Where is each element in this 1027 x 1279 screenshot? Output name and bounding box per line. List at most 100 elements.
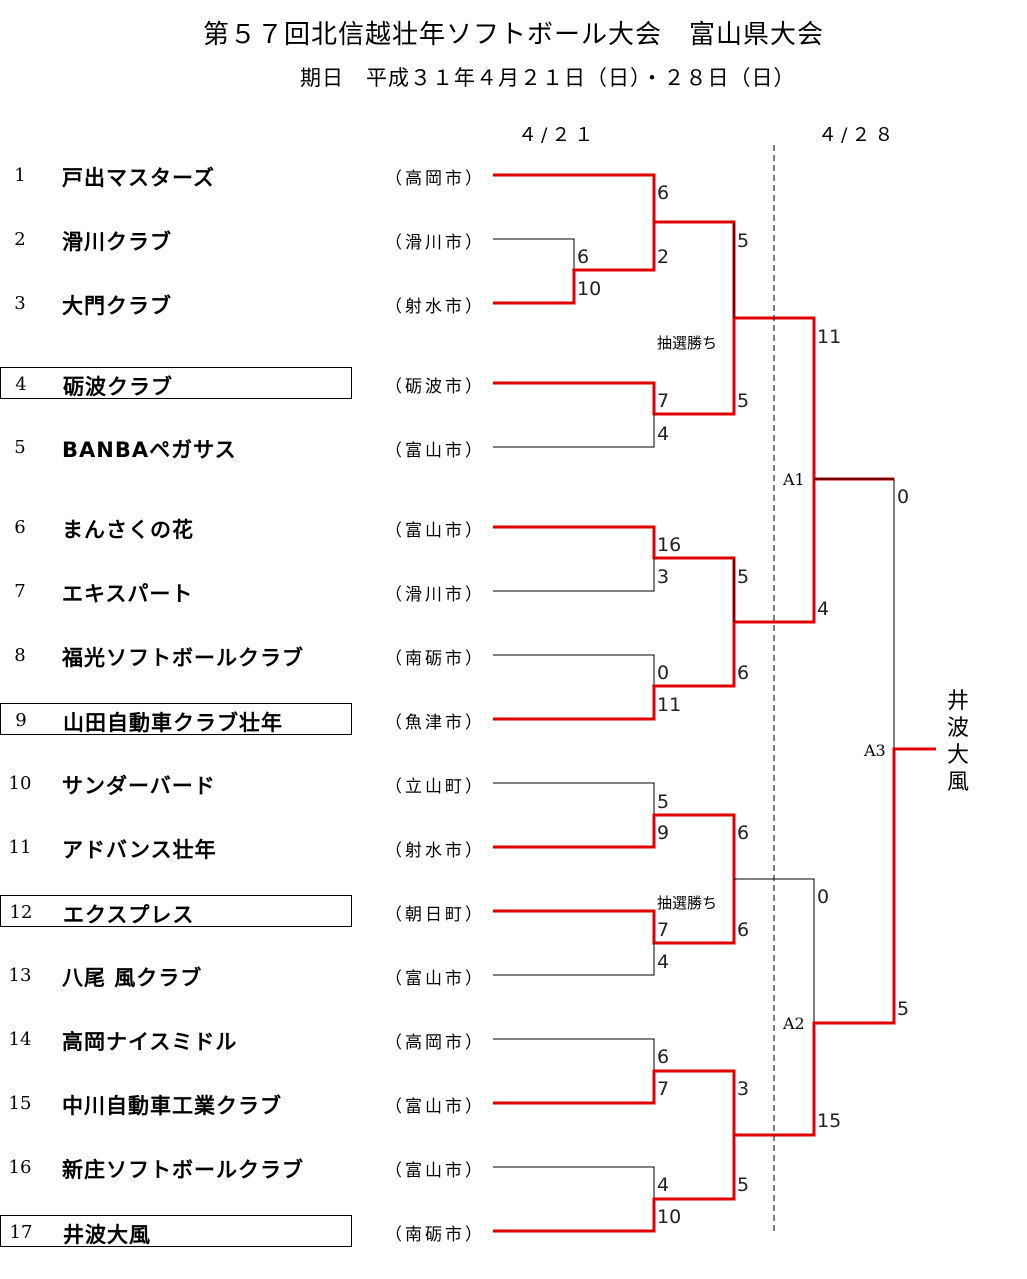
match-score: 11 [657, 694, 681, 716]
match-score: 6 [737, 919, 749, 941]
team-number: 12 [9, 902, 33, 923]
team-name: 滑川クラブ [62, 230, 172, 254]
team-number: 14 [8, 1029, 32, 1050]
team-number: 8 [14, 645, 26, 666]
match-score: 6 [657, 1046, 669, 1068]
champion-char: 大 [946, 743, 969, 768]
match-score: 16 [657, 534, 681, 556]
team-row: 7 エキスパート [0, 575, 352, 607]
team-number: 15 [8, 1093, 32, 1114]
lottery-win-note: 抽選勝ち [657, 894, 717, 912]
team-number: 17 [9, 1222, 33, 1243]
team-row: 17 井波大風 [0, 1215, 352, 1247]
winner-path-team9 [493, 479, 816, 721]
team-name: 福光ソフトボールクラブ [62, 646, 304, 670]
winner-path-team17 [493, 747, 936, 1233]
team-city: （高岡市） [385, 169, 485, 189]
match-score: 10 [657, 1206, 681, 1228]
match-score: 2 [657, 246, 669, 268]
match-score: 3 [737, 1078, 749, 1100]
match-score: 0 [657, 662, 669, 684]
team-number: 10 [8, 773, 32, 794]
bracket-line-team8 [493, 654, 655, 686]
winner-path-team11 [493, 813, 736, 879]
bracket-line-team14 [493, 1038, 655, 1071]
match-score: 0 [817, 886, 829, 908]
champion: 井 波 大 風 [944, 688, 972, 796]
team-name: 井波大風 [63, 1223, 151, 1247]
team-name: 山田自動車クラブ壮年 [63, 711, 283, 735]
team-row: 10 サンダーバード [0, 767, 352, 799]
match-score: 10 [577, 278, 601, 300]
team-name: BANBAペガサス [62, 438, 237, 462]
round-date-1: ４/２１ [518, 124, 598, 146]
team-name: 砺波クラブ [63, 375, 173, 399]
champion-char: 波 [946, 716, 969, 741]
match-score: 0 [897, 486, 909, 508]
team-city: （朝日町） [385, 905, 485, 925]
team-name: アドバンス壮年 [62, 838, 217, 862]
bracket-texts: 61062745516301156597466674103511401505抽選… [577, 182, 909, 1228]
match-score: 4 [657, 951, 669, 973]
bracket-line-team13 [493, 943, 655, 976]
team-name: 新庄ソフトボールクラブ [62, 1158, 304, 1182]
team-name: サンダーバード [62, 774, 216, 798]
winner-path-team4 [493, 318, 736, 416]
match-score: 7 [657, 1078, 669, 1100]
team-row: 12 エクスプレス [0, 895, 352, 927]
match-score: 5 [657, 791, 669, 813]
team-name: エキスパート [62, 582, 194, 606]
team-city: （滑川市） [385, 233, 485, 253]
team-city: （立山町） [385, 777, 485, 797]
team-row: 3 大門クラブ [0, 287, 352, 319]
winner-path-team3 [493, 222, 656, 305]
match-score: 9 [657, 822, 669, 844]
winner-path-a1 [734, 316, 894, 481]
match-label-a2: A2 [782, 1014, 805, 1033]
match-score: 4 [817, 598, 829, 620]
team-number: 4 [15, 374, 27, 395]
team-number: 16 [8, 1157, 32, 1178]
bracket-line-team2 [493, 238, 575, 270]
team-name: 中川自動車工業クラブ [62, 1094, 282, 1118]
team-city: （富山市） [385, 1161, 485, 1181]
team-city: （富山市） [385, 969, 485, 989]
team-city: （南砺市） [385, 649, 485, 669]
lottery-win-note: 抽選勝ち [657, 334, 717, 352]
team-number: 13 [8, 965, 32, 986]
team-name: エクスプレス [63, 903, 195, 927]
team-number: 3 [14, 293, 26, 314]
team-number: 1 [14, 165, 26, 186]
match-score: 5 [737, 390, 749, 412]
match-label-a3: A3 [863, 741, 886, 760]
match-score: 3 [657, 566, 669, 588]
team-row: 8 福光ソフトボールクラブ [0, 639, 352, 671]
team-name: まんさくの花 [62, 518, 194, 542]
team-city: （砺波市） [385, 377, 485, 397]
bracket-line-a1-out [814, 478, 895, 749]
match-score: 6 [577, 246, 589, 268]
match-score: 6 [657, 182, 669, 204]
bracket-lines [493, 145, 936, 1233]
bracket-line-team7 [493, 558, 655, 592]
team-number: 7 [14, 581, 26, 602]
team-city: （南砺市） [385, 1225, 485, 1245]
match-score: 5 [737, 230, 749, 252]
team-name: 戸出マスターズ [62, 166, 215, 190]
match-score: 7 [657, 390, 669, 412]
page-subtitle: 期日 平成３１年４月２１日（日）・２８日（日） [300, 66, 796, 90]
team-name: 大門クラブ [62, 294, 172, 318]
match-score: 5 [737, 566, 749, 588]
team-name: 八尾 風クラブ [62, 966, 203, 990]
match-label-a1: A1 [782, 470, 805, 489]
match-score: 4 [657, 423, 669, 445]
team-city: （富山市） [385, 1097, 485, 1117]
team-city: （高岡市） [385, 1033, 485, 1053]
team-number: 6 [14, 517, 26, 538]
winner-path-team1 [493, 173, 736, 318]
